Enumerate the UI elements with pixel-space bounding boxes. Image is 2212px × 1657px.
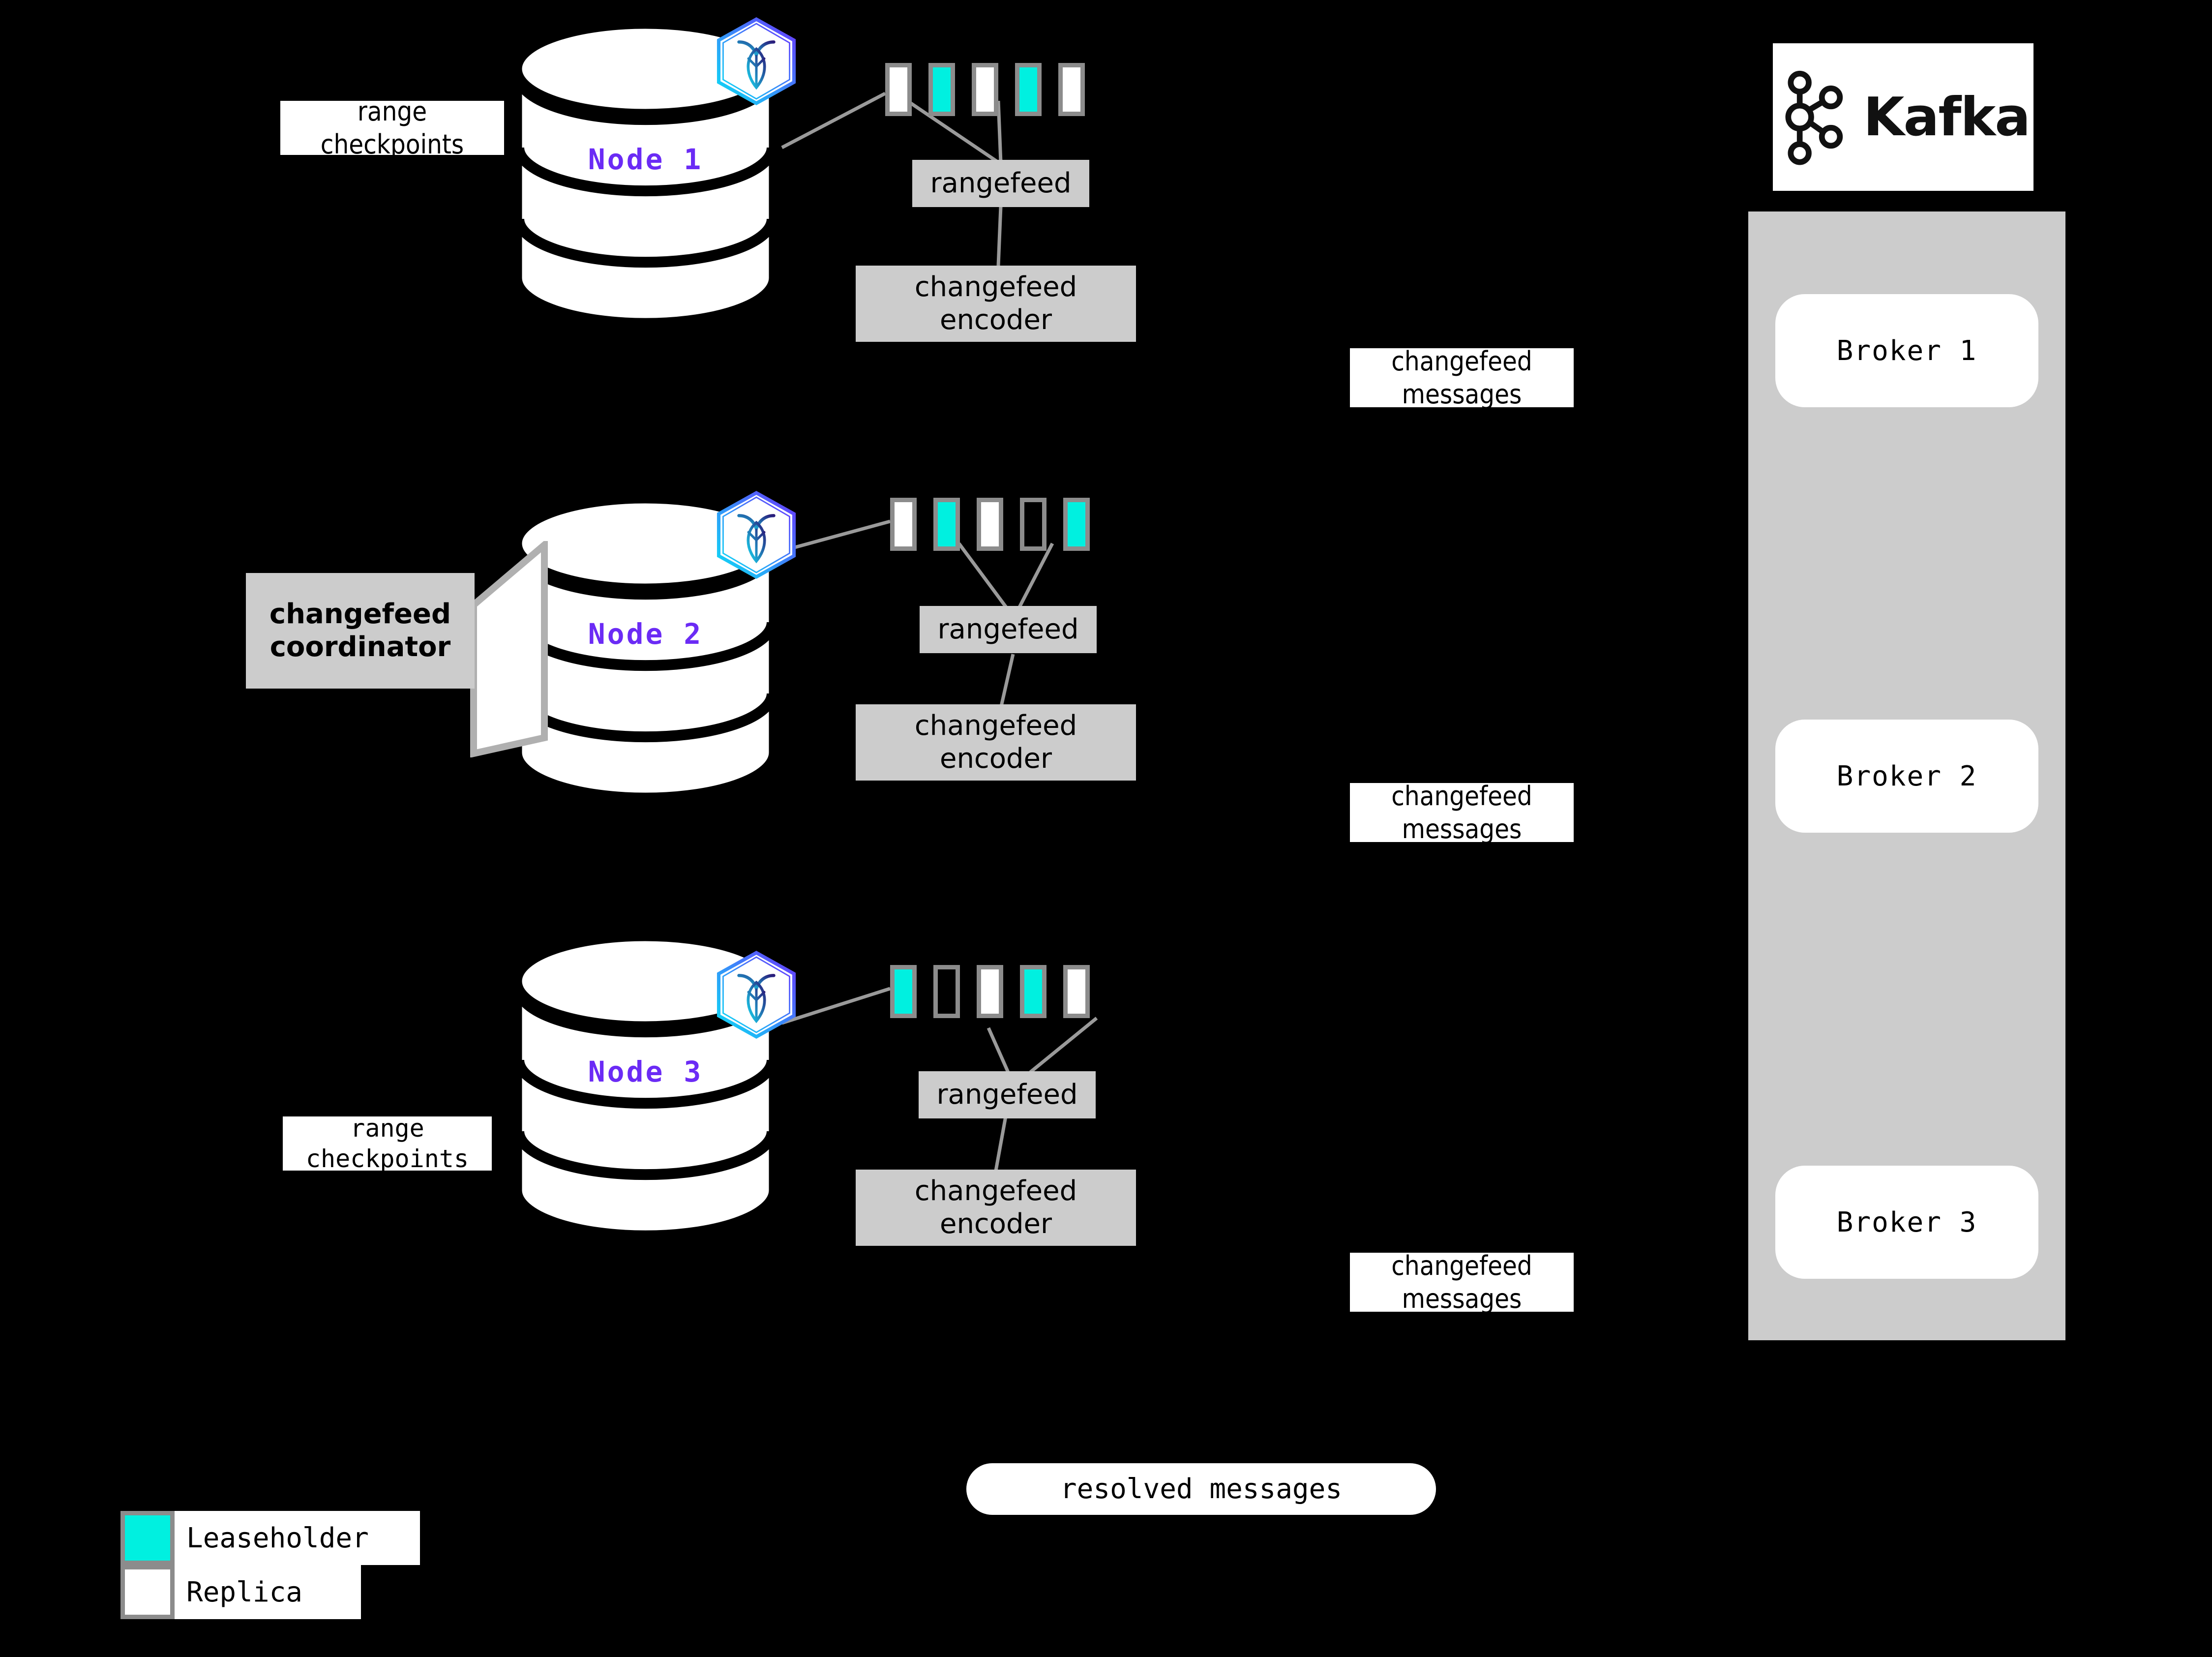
node-2-label: Node 2 bbox=[588, 617, 703, 651]
node-3-range-checkpoints-label: range checkpoints bbox=[283, 1114, 492, 1173]
node-1-cylinder: Node 1 bbox=[514, 22, 777, 327]
broker-2[interactable]: Broker 2 bbox=[1775, 720, 2038, 833]
legend-swatch-leaseholder bbox=[120, 1511, 175, 1565]
range-box-replica bbox=[885, 63, 912, 116]
legend-label-replica: Replica bbox=[175, 1565, 361, 1619]
changefeed-messages-label-1: changefeed messages bbox=[1350, 345, 1574, 410]
legend-swatch-replica bbox=[120, 1565, 175, 1619]
node-3-cylinder: Node 3 bbox=[514, 934, 777, 1239]
messages-line-1: changefeed bbox=[1391, 780, 1532, 812]
encoder-line-2: encoder bbox=[939, 303, 1052, 336]
encoder-line-2: encoder bbox=[939, 1207, 1052, 1240]
node-3-rangefeed-box[interactable]: rangefeed bbox=[919, 1071, 1096, 1118]
node-2-rangefeed-box[interactable]: rangefeed bbox=[920, 606, 1097, 653]
node-1-label: Node 1 bbox=[588, 143, 703, 176]
node-2-cylinder: Node 2 bbox=[514, 497, 777, 802]
coordinator-line-1: changefeed bbox=[269, 598, 451, 631]
kafka-logo: Kafka bbox=[1773, 43, 2033, 191]
coordinator-line-2: coordinator bbox=[269, 631, 451, 663]
legend-label-leaseholder: Leaseholder bbox=[175, 1511, 420, 1565]
broker-1[interactable]: Broker 1 bbox=[1775, 294, 2038, 407]
range-box-replica bbox=[977, 965, 1003, 1018]
node-1-changefeed-encoder-box[interactable]: changefeed encoder bbox=[856, 266, 1136, 342]
range-box-replica bbox=[977, 498, 1003, 551]
range-box-leaseholder bbox=[1063, 498, 1090, 551]
encoder-line-1: changefeed bbox=[914, 710, 1077, 742]
range-box-leaseholder bbox=[928, 63, 955, 116]
encoder-line-1: changefeed bbox=[914, 271, 1077, 303]
changefeed-messages-label-3: changefeed messages bbox=[1350, 1250, 1574, 1314]
range-checkpoints-line-2: checkpoints bbox=[320, 129, 464, 160]
changefeed-messages-label-2: changefeed messages bbox=[1350, 780, 1574, 844]
messages-line-1: changefeed bbox=[1391, 1250, 1532, 1281]
node-1-ranges bbox=[885, 63, 1102, 116]
encoder-line-1: changefeed bbox=[914, 1175, 1077, 1207]
cockroachdb-hexagon-icon bbox=[712, 16, 801, 107]
range-box-leaseholder bbox=[933, 498, 960, 551]
kafka-nodes-icon bbox=[1785, 70, 1843, 165]
range-box-replica bbox=[1058, 63, 1085, 116]
range-box-empty bbox=[1020, 498, 1046, 551]
range-box-replica bbox=[972, 63, 998, 116]
range-checkpoints-line-1: range bbox=[350, 1114, 424, 1143]
node-3-changefeed-encoder-box[interactable]: changefeed encoder bbox=[856, 1170, 1136, 1246]
broker-3[interactable]: Broker 3 bbox=[1775, 1166, 2038, 1279]
messages-line-2: messages bbox=[1402, 379, 1522, 410]
node-2-changefeed-encoder-box[interactable]: changefeed encoder bbox=[856, 704, 1136, 781]
node-2-changefeed-coordinator-box[interactable]: changefeed coordinator bbox=[246, 573, 475, 689]
messages-line-2: messages bbox=[1402, 813, 1522, 844]
encoder-line-2: encoder bbox=[939, 742, 1052, 775]
node-2-ranges bbox=[890, 498, 1106, 551]
node-3-label: Node 3 bbox=[588, 1055, 703, 1088]
node-2-coordinator-flag bbox=[470, 541, 548, 757]
messages-line-1: changefeed bbox=[1391, 345, 1532, 377]
range-checkpoints-line-2: checkpoints bbox=[305, 1145, 469, 1173]
kafka-wordmark: Kafka bbox=[1863, 86, 2031, 148]
range-box-replica bbox=[1063, 965, 1090, 1018]
range-box-leaseholder bbox=[1020, 965, 1046, 1018]
range-box-leaseholder bbox=[890, 965, 917, 1018]
cockroachdb-hexagon-icon bbox=[712, 949, 801, 1040]
resolved-messages-pill: resolved messages bbox=[966, 1463, 1436, 1515]
node-3-ranges bbox=[890, 965, 1106, 1018]
range-box-empty bbox=[933, 965, 960, 1018]
cockroachdb-hexagon-icon bbox=[712, 489, 801, 580]
node-1-range-checkpoints-label: range checkpoints bbox=[280, 96, 504, 160]
range-box-leaseholder bbox=[1015, 63, 1042, 116]
range-box-replica bbox=[890, 498, 917, 551]
range-checkpoints-line-1: range bbox=[357, 95, 427, 127]
messages-line-2: messages bbox=[1402, 1283, 1522, 1314]
node-1-rangefeed-box[interactable]: rangefeed bbox=[912, 160, 1089, 207]
